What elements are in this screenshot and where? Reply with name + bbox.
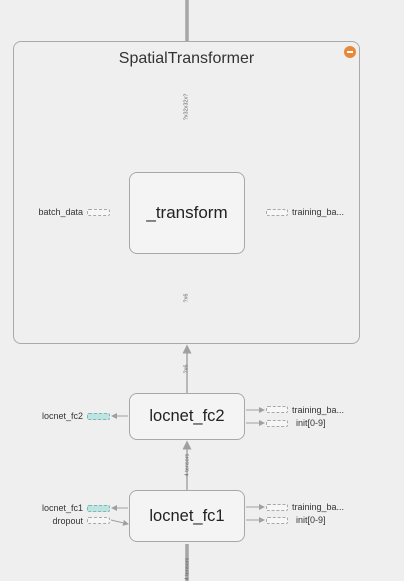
port-label-fc1-training: training_ba... [292,502,345,512]
port-label-fc2-locnet: locnet_fc2 [41,411,83,421]
port-label-transform-training: training_ba... [292,207,345,217]
port-stub-batch-data[interactable] [87,209,110,216]
minus-circle-icon[interactable] [344,46,356,58]
node-locnet-fc1[interactable]: locnet_fc1 [129,490,245,542]
edge-label-fc2-in: ?x6 [183,364,190,374]
edge-label-transform-out: ?x6 [183,293,190,303]
edge-label-below-fc1: 4 tensors [184,557,191,581]
port-stub-fc1-dropout[interactable] [87,517,110,524]
edge-label-top-input: ?x32x32x? [183,93,190,121]
group-title: SpatialTransformer [118,50,255,67]
edge-label-fc1-to-fc2: 4 tensors [184,453,191,477]
port-stub-fc1-init[interactable] [266,517,288,524]
port-label-fc1-locnet: locnet_fc1 [41,503,83,513]
port-stub-transform-training[interactable] [266,209,288,216]
port-stub-fc1-training[interactable] [266,504,288,511]
port-stub-fc1-locnet[interactable] [87,505,110,512]
node-locnet-fc2[interactable]: locnet_fc2 [129,393,245,440]
port-label-fc1-init: init[0-9] [296,515,326,525]
port-label-fc2-init: init[0-9] [296,418,326,428]
node-transform[interactable]: _transform [129,172,245,254]
port-label-batch-data: batch_data [38,207,83,217]
port-stub-fc2-training[interactable] [266,406,288,413]
edge-fc1-dropout [110,519,129,526]
port-label-fc2-training: training_ba... [292,405,345,415]
port-stub-fc2-locnet[interactable] [87,413,110,420]
port-label-fc1-dropout: dropout [52,516,83,526]
port-stub-fc2-init[interactable] [266,420,288,427]
